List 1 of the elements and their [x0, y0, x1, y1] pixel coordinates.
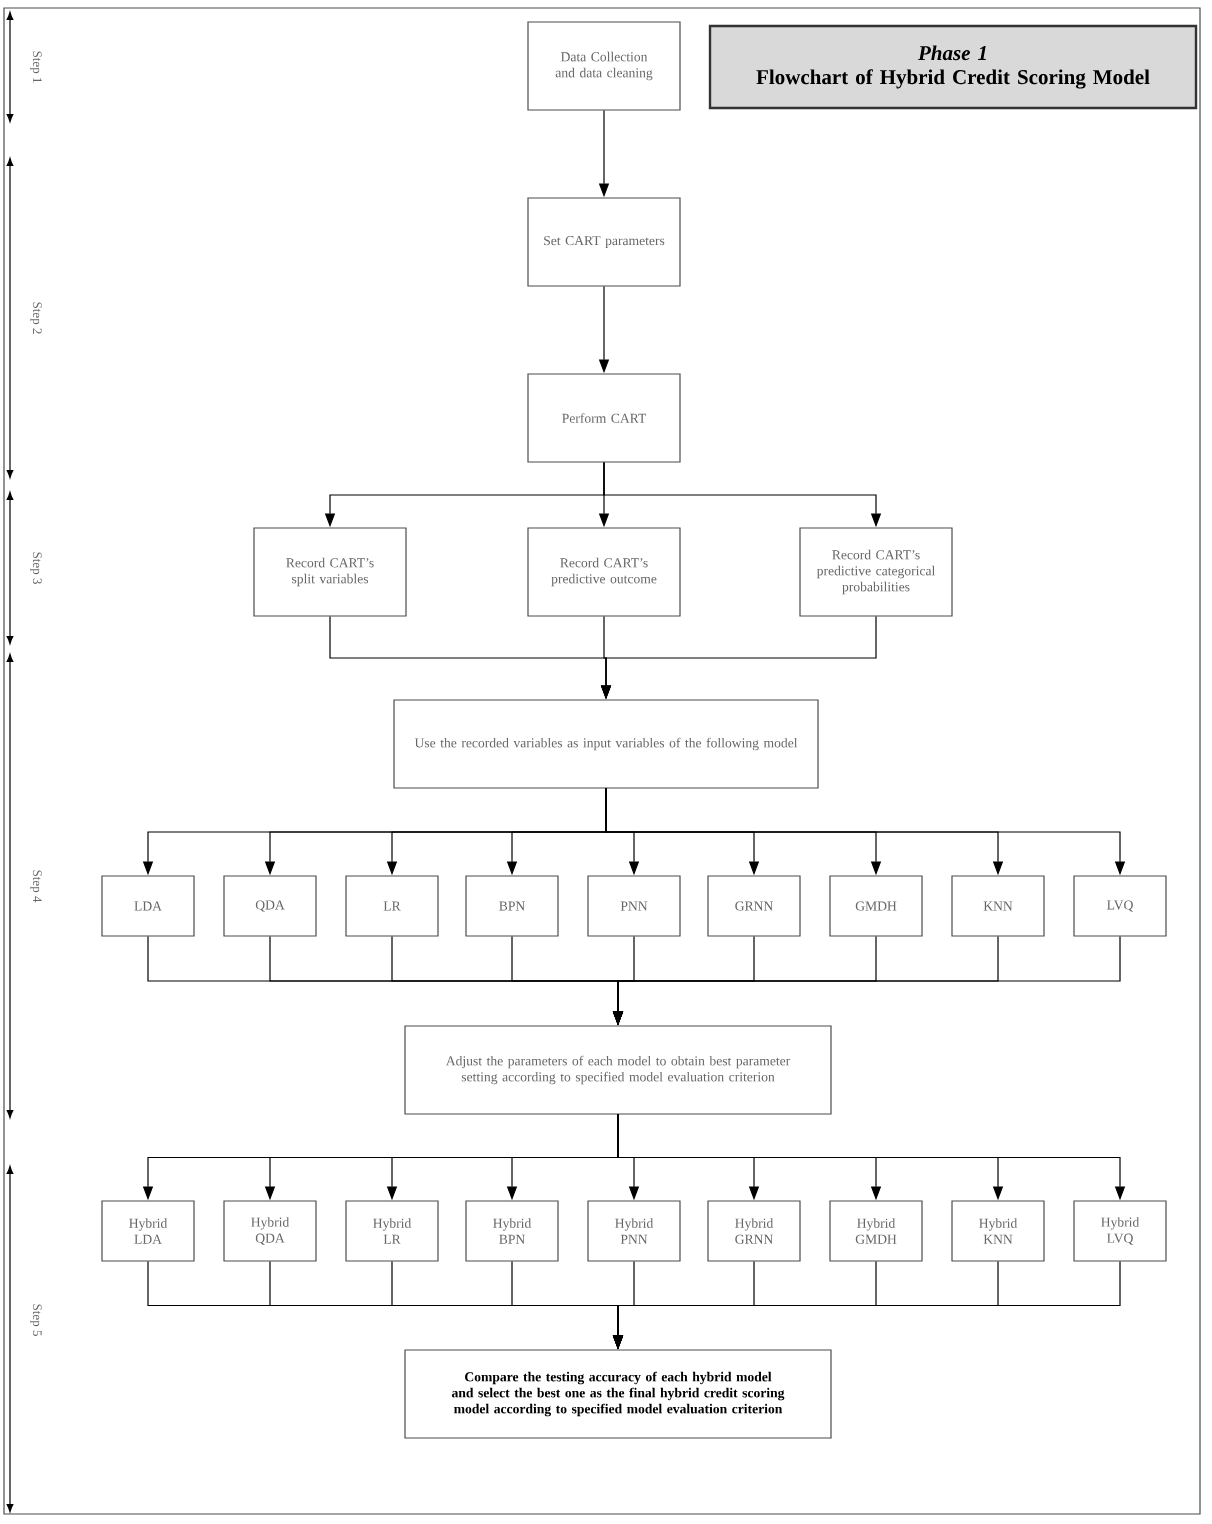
title-box: Phase 1 Flowchart of Hybrid Credit Scoring Model: [708, 24, 1198, 110]
